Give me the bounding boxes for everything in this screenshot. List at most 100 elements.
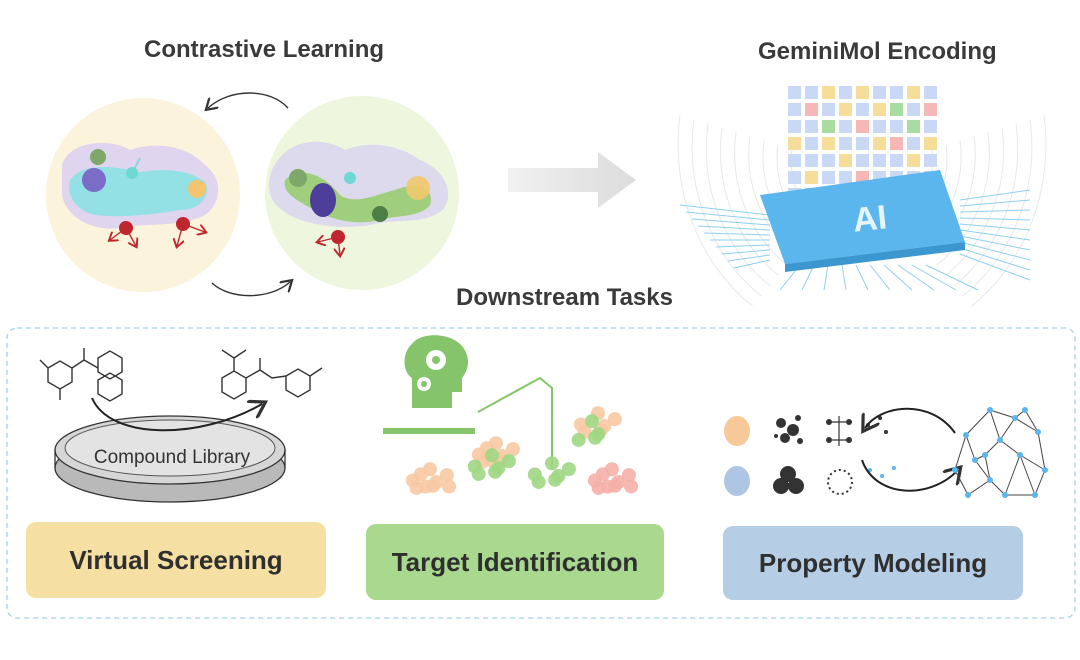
network-edge [954, 469, 969, 496]
encoding-cell [856, 154, 869, 167]
encoding-cell [924, 154, 937, 167]
network-node [1017, 452, 1023, 458]
encoding-cell [924, 120, 937, 133]
chip-line [841, 264, 847, 291]
molecule-blob [439, 468, 454, 483]
chip-line [679, 204, 771, 216]
molecule-blob [624, 479, 639, 494]
chip-line [685, 211, 771, 221]
chip-line [869, 264, 891, 291]
molecule-blob [418, 479, 433, 494]
chip-line [715, 244, 771, 248]
chip-label: AI [851, 198, 889, 239]
left-molecule-circle [46, 98, 240, 292]
molecule-blob [588, 430, 603, 445]
encoding-cell [856, 86, 869, 99]
encoding-cell [907, 154, 920, 167]
network-node [997, 437, 1003, 443]
chip-line [727, 254, 771, 262]
compound-library-label: Compound Library [94, 447, 251, 468]
encoding-cell [839, 137, 852, 150]
molecule-blob [600, 479, 615, 494]
task-virtual-screening-label: Virtual Screening [69, 544, 283, 575]
encoding-cell [822, 171, 835, 184]
contrastive-learning-title: Contrastive Learning [144, 36, 385, 63]
network-edge [1019, 454, 1036, 496]
chip-line [925, 264, 979, 291]
encoding-cell [890, 137, 903, 150]
network-edge [1024, 409, 1039, 433]
network-edge [965, 434, 976, 461]
downstream-region [6, 327, 1076, 619]
encoding-cell [873, 137, 886, 150]
network-node [1032, 492, 1038, 498]
chip-line [959, 217, 1031, 221]
encoding-cell [890, 86, 903, 99]
network-node [987, 477, 993, 483]
molecule-structures [39, 348, 323, 402]
encoding-cell [890, 103, 903, 116]
encoding-cell [907, 120, 920, 133]
encoding-cell [822, 154, 835, 167]
arc-line [705, 123, 770, 286]
network-edge [999, 417, 1016, 441]
network-edge [1034, 469, 1046, 496]
network-edge [984, 454, 991, 481]
chip-line [959, 241, 1031, 261]
molecule-blob [484, 448, 499, 463]
encoding-cell [822, 137, 835, 150]
network-node [982, 452, 988, 458]
molecule-blob [584, 414, 599, 429]
encoding-cell [805, 137, 818, 150]
molecule-blob [573, 417, 588, 432]
encoding-cell [856, 137, 869, 150]
network-node [1035, 429, 1041, 435]
chip-line [883, 264, 913, 291]
encoding-cell [856, 103, 869, 116]
chip-line [823, 264, 829, 291]
petri-dish: Compound Library [54, 415, 286, 503]
chip-line [691, 218, 771, 226]
molecule-blob [413, 467, 428, 482]
encoding-cell [839, 171, 852, 184]
task-target-identification-label: Target Identification [391, 546, 639, 577]
network-edge [965, 409, 991, 436]
property-modeling-graphics [724, 407, 958, 496]
encoding-cell [907, 137, 920, 150]
encoding-cell [839, 86, 852, 99]
arc-line [677, 115, 754, 307]
encoding-cell [873, 154, 886, 167]
molecule-blob [571, 432, 586, 447]
encoding-cell [788, 120, 801, 133]
chip-line [959, 209, 1031, 213]
encoding-cell [822, 103, 835, 116]
task-property-modeling: Property Modeling [723, 526, 1023, 600]
encoding-cell [839, 120, 852, 133]
encoding-cell [907, 103, 920, 116]
molecule-blob [505, 442, 520, 457]
molecule-blob [621, 468, 636, 483]
arc-line [734, 132, 787, 265]
head-with-gears-icon [383, 335, 553, 470]
molecule-blob [607, 412, 622, 427]
molecule-blob [561, 462, 576, 477]
downstream-tasks-title: Downstream Tasks [456, 284, 673, 311]
encoding-cell [805, 103, 818, 116]
task-virtual-screening: Virtual Screening [26, 522, 326, 598]
molecule-blob [548, 472, 563, 487]
network-edge [1014, 417, 1039, 433]
network-node [1002, 492, 1008, 498]
encoding-cell [873, 120, 886, 133]
molecule-blob [595, 467, 610, 482]
right-molecule-circle [265, 96, 459, 290]
network-node [1022, 407, 1028, 413]
molecule-blob [527, 467, 542, 482]
network-edge [954, 434, 967, 471]
encoding-cell [907, 86, 920, 99]
encoding-cell [805, 154, 818, 167]
chip-line [959, 199, 1031, 207]
molecule-blob [467, 459, 482, 474]
encoding-cell [805, 171, 818, 184]
network-node [965, 492, 971, 498]
